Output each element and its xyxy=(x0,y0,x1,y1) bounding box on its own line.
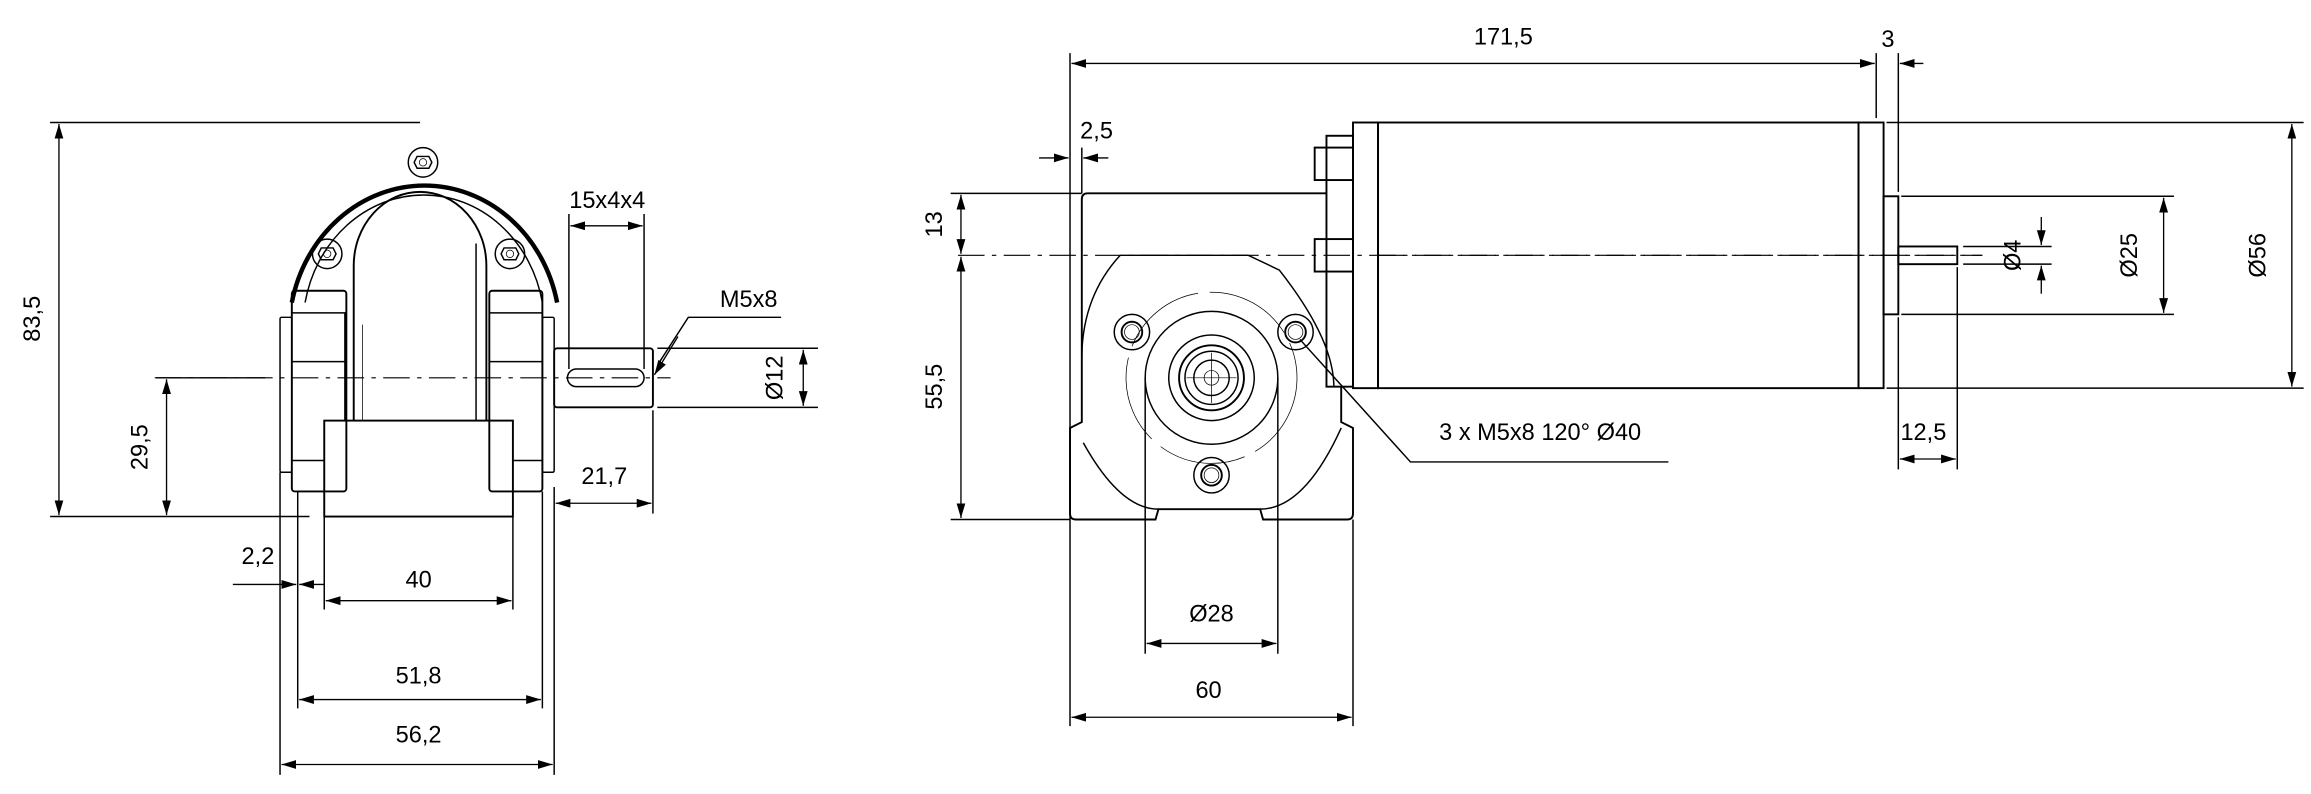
key-slot xyxy=(566,368,645,388)
foot-block xyxy=(323,419,514,518)
label-thread: M5x8 xyxy=(720,286,778,312)
screw-icon xyxy=(494,238,526,270)
left-flange xyxy=(290,289,348,493)
motor-flange xyxy=(1325,134,1354,388)
housing-u-cutout xyxy=(352,190,488,421)
dim-flange-offset: 2,5 xyxy=(1080,118,1113,144)
dim-motor-diameter: Ø56 xyxy=(2244,233,2270,278)
dim-axis-offset: 13 xyxy=(921,211,947,237)
dim-pilot-diameter: Ø28 xyxy=(1189,600,1234,626)
screw-icon xyxy=(407,146,439,178)
dim-height-total: 83,5 xyxy=(19,296,45,342)
dim-offset: 2,2 xyxy=(242,543,275,569)
dim-end-gap: 3 xyxy=(1881,26,1894,52)
output-shaft xyxy=(553,347,654,409)
front-view: 171,5 3 2,5 13 55,5 Ø4 Ø25 Ø56 12,5 xyxy=(921,23,2304,727)
mounting-hole-icon xyxy=(1113,313,1151,351)
side-view: 83,5 29,5 15x4x4 M5x8 Ø12 21,7 2,2 xyxy=(19,121,818,775)
right-side-plate xyxy=(541,316,555,474)
dim-overall-width: 56,2 xyxy=(396,721,442,747)
dim-boss-diameter: Ø25 xyxy=(2116,233,2142,278)
screw-icon xyxy=(311,238,343,270)
dim-shaft-diameter: Ø12 xyxy=(762,356,788,401)
right-flange xyxy=(488,289,544,493)
left-side-plate xyxy=(279,316,293,474)
dim-shaft-length: 21,7 xyxy=(581,463,627,489)
dim-motor-shaft-length: 12,5 xyxy=(1900,419,1946,445)
dim-body-width: 51,8 xyxy=(396,662,442,688)
dim-axis-height: 55,5 xyxy=(921,364,947,410)
dim-key: 15x4x4 xyxy=(569,187,645,213)
dim-foot-width: 40 xyxy=(405,566,431,592)
dim-housing-width: 60 xyxy=(1195,677,1221,703)
label-mounting-holes: 3 x M5x8 120° Ø40 xyxy=(1439,419,1641,445)
motor-tab xyxy=(1313,146,1354,182)
dim-overall-length: 171,5 xyxy=(1474,23,1533,49)
dim-shaft-height: 29,5 xyxy=(126,424,152,470)
gearbox-housing xyxy=(1069,192,1354,521)
mounting-hole-icon xyxy=(1193,456,1230,494)
dim-motor-shaft-diameter: Ø4 xyxy=(2000,240,2026,271)
mounting-hole-icon xyxy=(1277,313,1314,351)
output-flange-face xyxy=(1125,291,1298,464)
